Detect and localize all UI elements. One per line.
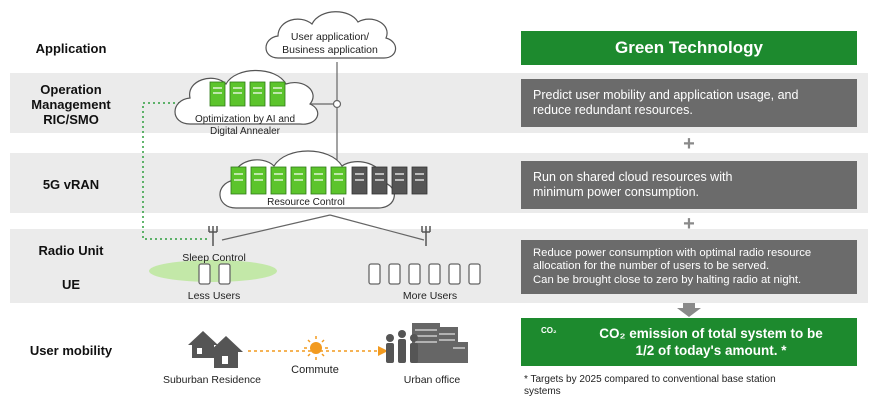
suburban-residence-label: Suburban Residence xyxy=(162,374,262,386)
office-people-icons xyxy=(386,330,418,363)
description-vran-line1: Run on shared cloud resources with xyxy=(533,170,733,184)
commute-label: Commute xyxy=(291,364,339,376)
row-label-operation-line1: Operation xyxy=(40,82,102,97)
office-building-icons xyxy=(412,323,468,363)
co2-result-line2: 1/2 of today's amount. * xyxy=(635,343,787,358)
description-ric-line2: reduce redundant resources. xyxy=(533,103,693,117)
optimization-label: Optimization by AI and Digital Annealer xyxy=(172,114,318,138)
plus-icon-2: + xyxy=(683,213,695,235)
row-label-radio-unit: Radio Unit xyxy=(38,243,104,258)
less-users-label: Less Users xyxy=(187,290,241,302)
sleep-control-label: Sleep Control xyxy=(182,252,246,264)
co2-result-box: CO₂ emission of total system to be 1/2 o… xyxy=(521,318,857,366)
house-icons xyxy=(188,331,243,368)
description-box-radio: Reduce power consumption with optimal ra… xyxy=(521,240,857,294)
row-label-ue: UE xyxy=(61,277,81,292)
plus-icon-1: + xyxy=(683,133,695,155)
vran-to-left-antenna-line xyxy=(221,214,331,241)
antenna-left-icon xyxy=(208,226,218,246)
user-application-line2: Business application xyxy=(282,44,378,56)
footnote-line1: * Targets by 2025 compared to convention… xyxy=(524,374,776,385)
sleep-control-dotted-line xyxy=(142,102,210,240)
vran-to-right-antenna-line xyxy=(329,214,425,241)
coverage-ellipse xyxy=(149,260,277,282)
more-users-phone-icons xyxy=(368,263,481,285)
urban-office-label: Urban office xyxy=(403,374,461,386)
description-vran-line2: minimum power consumption. xyxy=(533,185,700,199)
description-box-ric: Predict user mobility and application us… xyxy=(521,79,857,127)
row-label-user-mobility: User mobility xyxy=(29,343,113,358)
row-label-application: Application xyxy=(35,41,107,56)
description-ric-line1: Predict user mobility and application us… xyxy=(533,88,799,102)
connection-node xyxy=(332,99,342,109)
sun-icon xyxy=(304,336,328,360)
row-label-operation-line2: Management xyxy=(31,97,111,112)
more-users-label: More Users xyxy=(402,290,458,302)
row-label-operation-line3: RIC/SMO xyxy=(43,112,99,127)
co2-result-line1: CO₂ emission of total system to be xyxy=(599,326,823,341)
co2-icon-label: CO₂ xyxy=(541,326,557,335)
antenna-right-icon xyxy=(421,226,431,246)
row-label-vran: 5G vRAN xyxy=(42,177,100,192)
row-label-operation: Operation Management RIC/SMO xyxy=(10,82,132,127)
user-application-line1: User application/ xyxy=(290,31,370,43)
down-arrow-icon xyxy=(677,303,701,317)
description-box-vran: Run on shared cloud resources with minim… xyxy=(521,161,857,209)
user-application-cloud xyxy=(265,11,397,59)
description-radio-line1: Reduce power consumption with optimal ra… xyxy=(533,246,812,259)
less-users-phone-icons xyxy=(198,263,231,285)
resource-control-label: Resource Control xyxy=(267,197,345,208)
footnote: * Targets by 2025 compared to convention… xyxy=(524,374,854,398)
footnote-line2: systems xyxy=(524,386,561,397)
optimization-line2: Digital Annealer xyxy=(209,126,281,137)
description-radio-line2: allocation for the number of users to be… xyxy=(533,260,770,273)
optimization-line1: Optimization by AI and xyxy=(194,114,296,125)
user-application-label: User application/ Business application xyxy=(262,31,398,57)
commute-arrow-head xyxy=(378,346,388,356)
office-windows xyxy=(415,329,465,349)
description-radio-line3: Can be brought close to zero by halting … xyxy=(533,273,802,286)
server-stripes xyxy=(213,87,424,181)
green-technology-title: Green Technology xyxy=(521,31,857,65)
